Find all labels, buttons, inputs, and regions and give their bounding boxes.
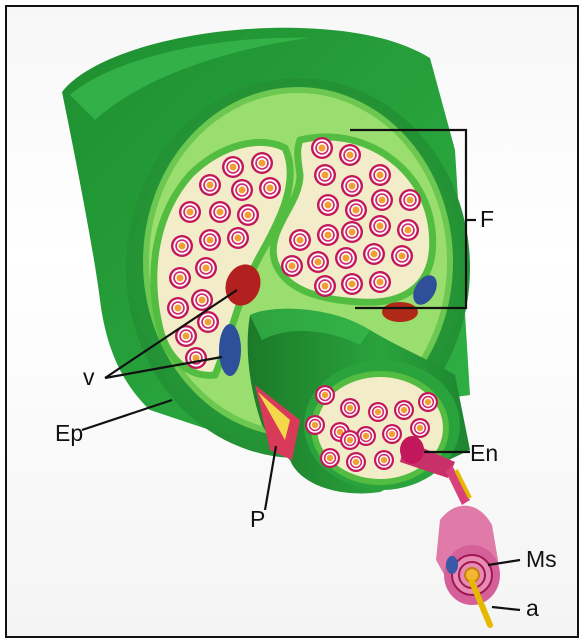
nerve-fiber [289,229,311,251]
nerve-fiber [391,245,413,267]
ep-line [82,400,172,430]
nerve-fiber [311,137,333,159]
nerve-fiber [399,189,421,211]
nerve-fiber [314,164,336,186]
nerve-fiber [259,177,281,199]
nerve-fiber [369,215,391,237]
nerve-fiber [368,402,388,422]
nerve-fiber [341,273,363,295]
nerve-fiber [410,418,430,438]
nerve-fiber [167,297,189,319]
nerve-fiber [394,400,414,420]
nerve-fiber [281,255,303,277]
nerve-fiber [340,430,360,450]
nerve-fiber [346,452,366,472]
nerve-fiber [199,174,221,196]
nerve-fiber [199,229,221,251]
nerve-fiber [305,415,325,435]
nerve-fiber [320,448,340,468]
nerve-fiber [315,385,335,405]
nerve-fiber [317,224,339,246]
nerve-fiber [314,275,336,297]
label-p: P [250,508,265,531]
label-v: v [83,366,95,389]
nerve-fiber [369,271,391,293]
nerve-fiber [418,392,438,412]
artery-2 [382,302,418,322]
nerve-fiber [382,424,402,444]
nerve-fiber [369,164,391,186]
nerve-fiber [237,204,259,226]
nerve-fiber [341,175,363,197]
nerve-fiber [169,267,191,289]
nerve-fiber [185,347,207,369]
nerve-fiber [222,156,244,178]
nerve-fiber [227,227,249,249]
nerve-fiber [195,257,217,279]
nerve-fiber [179,201,201,223]
vein-1 [219,324,241,376]
nerve-fiber [363,243,385,265]
nerve-fiber [317,194,339,216]
nerve-fiber [251,152,273,174]
a-line [492,607,520,610]
nerve-fiber [335,247,357,269]
nerve-fiber [341,221,363,243]
nerve-fiber [171,235,193,257]
nerve-fiber [371,189,393,211]
nerve-fiber [345,199,367,221]
nerve-fiber [397,219,419,241]
p-line [265,446,276,510]
nerve-fiber [209,201,231,223]
label-en: En [470,442,498,465]
label-ms: Ms [526,548,557,571]
nerve-fiber [231,179,253,201]
label-ep: Ep [55,422,83,445]
nerve-fiber [307,251,329,273]
nerve-fiber [339,144,361,166]
nerve-fiber [374,450,394,470]
label-a: a [526,597,539,620]
label-f: F [480,208,494,231]
nerve-fiber [340,398,360,418]
